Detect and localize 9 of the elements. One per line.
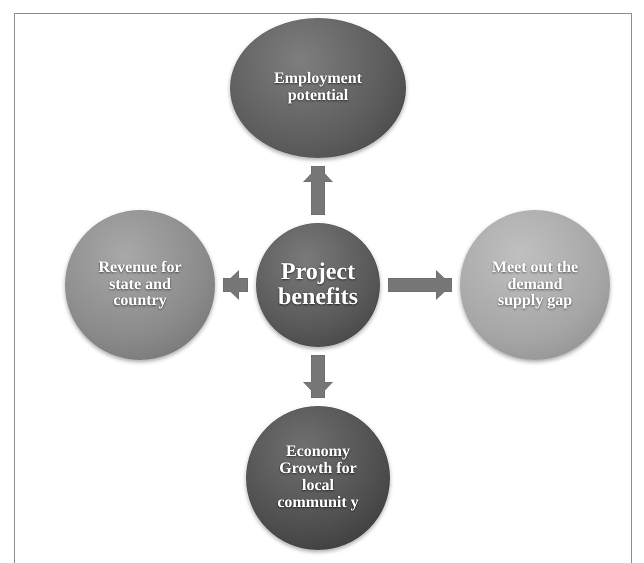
block-arrow xyxy=(223,270,248,300)
node-label: Employment potential xyxy=(273,71,363,105)
block-arrow xyxy=(388,270,452,300)
block-arrow xyxy=(303,166,333,215)
node-label: Project benefits xyxy=(277,260,359,310)
node-label: Economy Growth for local communit y xyxy=(276,444,360,512)
node-label: Revenue for state and country xyxy=(97,260,183,310)
block-arrow xyxy=(303,355,333,398)
node-label: Meet out the demand supply gap xyxy=(490,260,580,310)
